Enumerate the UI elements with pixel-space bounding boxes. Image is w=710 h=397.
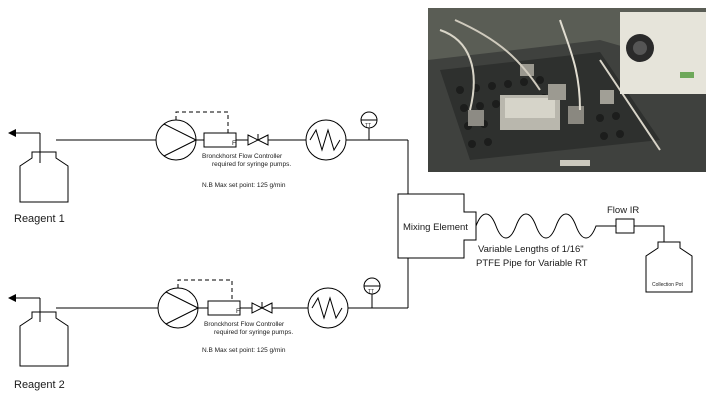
- reactor-photo: [428, 8, 706, 172]
- mixing-element: Mixing Element: [398, 194, 476, 258]
- heat-exchanger-1-icon: [306, 120, 346, 160]
- controller-1-max-note: N.B Max set point: 125 g/min: [202, 182, 286, 189]
- reagent-2-branch: Reagent 2 F TT Bronckhorst: [8, 258, 408, 391]
- reagent-2-bottle: [20, 312, 68, 366]
- flow-controller-1-tag: F: [232, 140, 236, 147]
- temperature-transmitter-1: TT: [361, 112, 377, 140]
- reagent-2-label: Reagent 2: [14, 379, 65, 391]
- pipe-label-line2: PTFE Pipe for Variable RT: [476, 258, 588, 269]
- valve-1-icon: [248, 134, 268, 145]
- controller-2-max-note: N.B Max set point: 125 g/min: [202, 347, 286, 354]
- collection-pot-label: Collection Pot: [652, 282, 683, 288]
- controller-2-note-line1: Bronckhorst Flow Controller: [204, 321, 285, 328]
- tt-2-tag: TT: [368, 289, 374, 295]
- flow-ir: Flow IR: [607, 205, 639, 233]
- pump-1-icon: [156, 120, 196, 160]
- arrow-head-icon: [8, 294, 16, 302]
- arrow-head-icon: [8, 129, 16, 137]
- tt-1-tag: TT: [365, 123, 371, 129]
- reagent-1-branch: Reagent 1 F: [8, 112, 408, 225]
- controller-1-note-line2: required for syringe pumps.: [212, 161, 291, 168]
- mixing-element-label: Mixing Element: [403, 222, 468, 233]
- pipe-label-line1: Variable Lengths of 1/16": [478, 244, 584, 255]
- heat-exchanger-2-icon: [308, 288, 348, 328]
- valve-2-icon: [252, 302, 272, 313]
- controller-1-note-line1: Bronckhorst Flow Controller: [202, 153, 283, 160]
- reagent-1-bottle: [20, 152, 68, 202]
- reagent-1-label: Reagent 1: [14, 213, 65, 225]
- pump-2-icon: [158, 288, 198, 328]
- temperature-transmitter-2: TT: [364, 278, 380, 308]
- ptfe-coil-icon: [476, 214, 616, 238]
- controller-2-note-line2: required for syringe pumps.: [214, 329, 293, 336]
- flow-ir-label: Flow IR: [607, 205, 639, 216]
- flow-controller-2-tag: F: [236, 308, 240, 315]
